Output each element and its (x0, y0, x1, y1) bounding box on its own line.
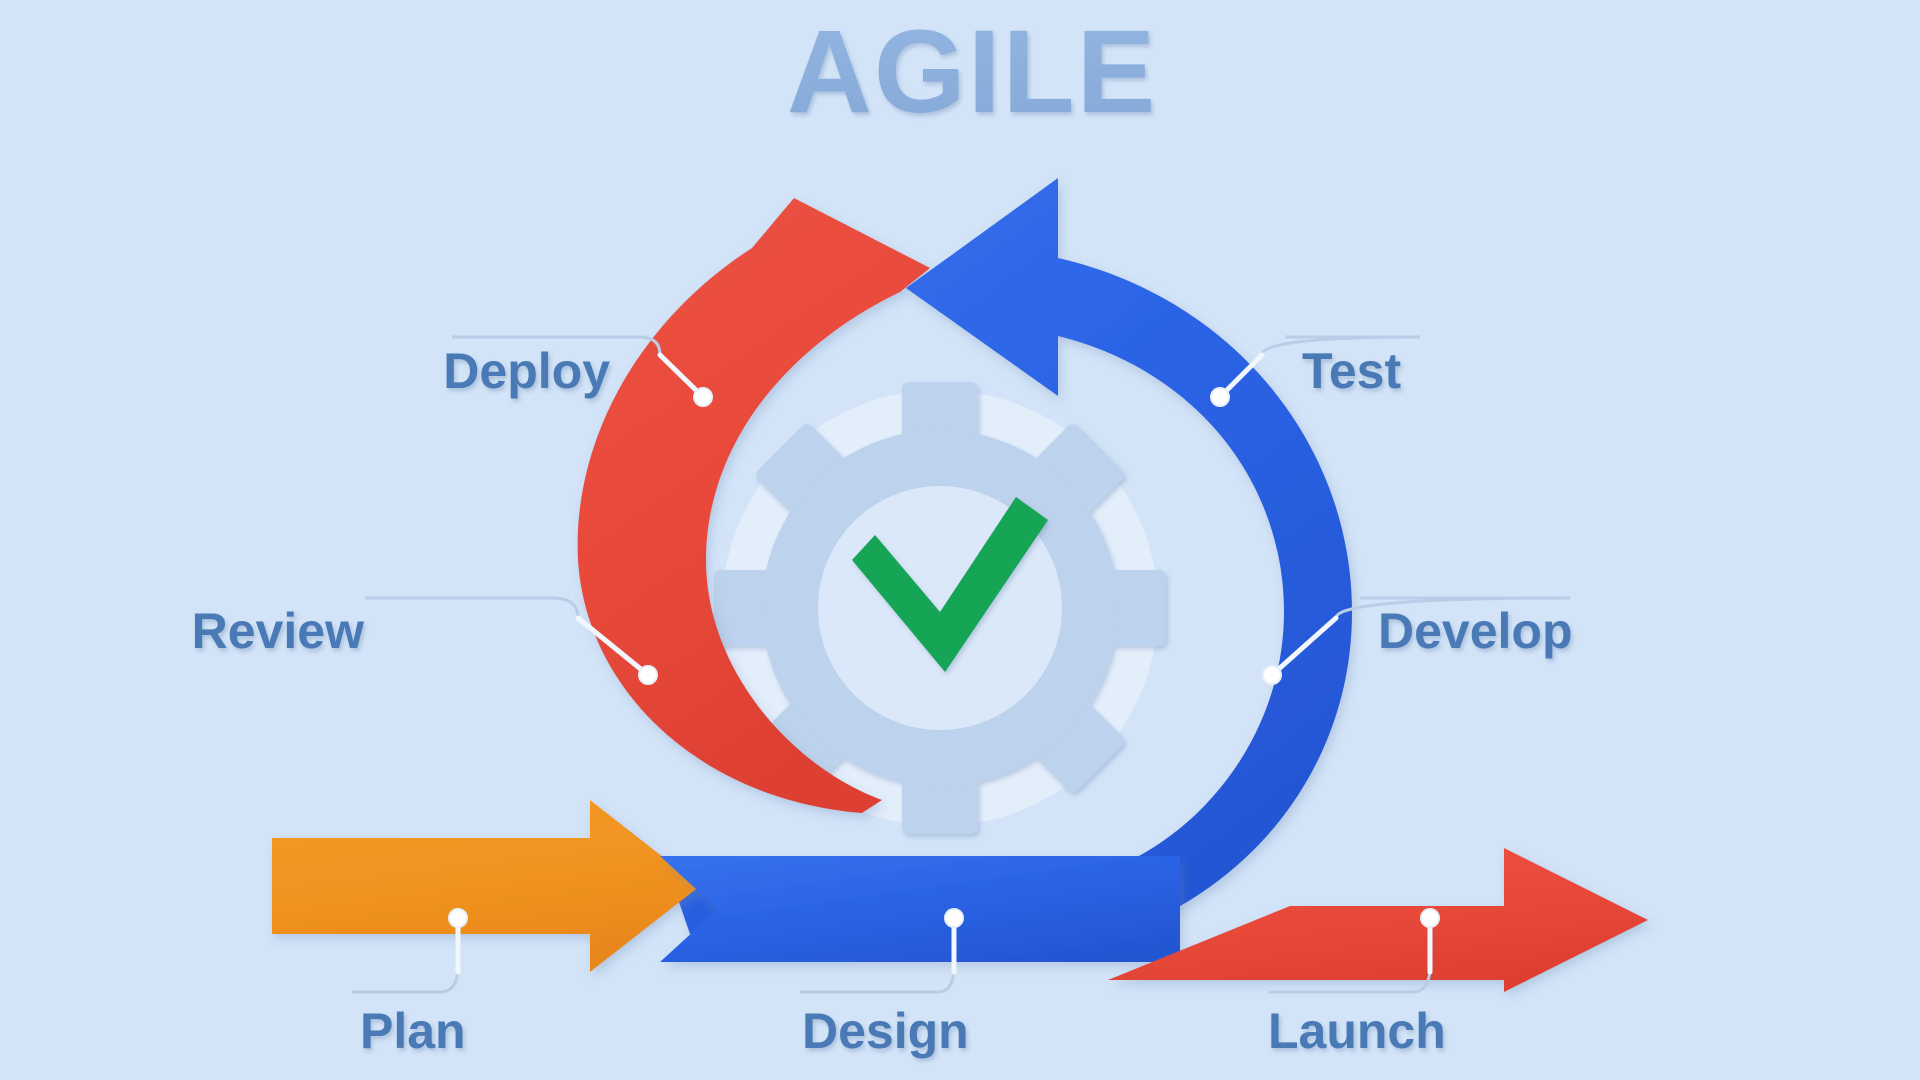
label-design-dot (944, 908, 964, 928)
page-title: AGILE (787, 6, 1158, 138)
red-curved-arrow (577, 198, 930, 813)
green-check-icon (852, 497, 1048, 672)
label-deploy[interactable]: Deploy (443, 343, 610, 399)
orange-right-arrow (272, 800, 700, 972)
blue-curved-arrow (668, 178, 1352, 934)
label-develop[interactable]: Develop (1378, 603, 1573, 659)
label-launch-callout (1268, 908, 1440, 994)
label-develop-rail (1334, 596, 1571, 619)
label-deploy-leader (657, 352, 706, 400)
label-plan-dot (448, 908, 468, 928)
label-deploy-rail (452, 335, 662, 356)
label-develop-leader (1269, 615, 1339, 678)
label-design[interactable]: Design (802, 1003, 969, 1059)
label-review-dot (638, 665, 658, 685)
label-review-callout (365, 596, 658, 685)
callout-group (352, 335, 1571, 994)
label-deploy-dot (693, 387, 713, 407)
red-right-arrow (1108, 848, 1648, 992)
label-review-leader (575, 615, 651, 678)
label-review[interactable]: Review (192, 603, 364, 659)
blue-chevron-arrow (660, 856, 1180, 962)
label-launch-dot (1420, 908, 1440, 928)
label-plan[interactable]: Plan (360, 1003, 466, 1059)
label-develop-callout (1262, 596, 1571, 685)
label-develop-dot (1262, 665, 1282, 685)
label-test-callout (1210, 335, 1421, 407)
label-review-rail (365, 596, 580, 619)
label-test-rail (1260, 335, 1421, 356)
label-design-callout (800, 908, 964, 994)
label-deploy-callout (452, 335, 713, 407)
label-test[interactable]: Test (1302, 343, 1401, 399)
label-test-dot (1210, 387, 1230, 407)
label-plan-callout (352, 908, 468, 994)
label-launch[interactable]: Launch (1268, 1003, 1446, 1059)
